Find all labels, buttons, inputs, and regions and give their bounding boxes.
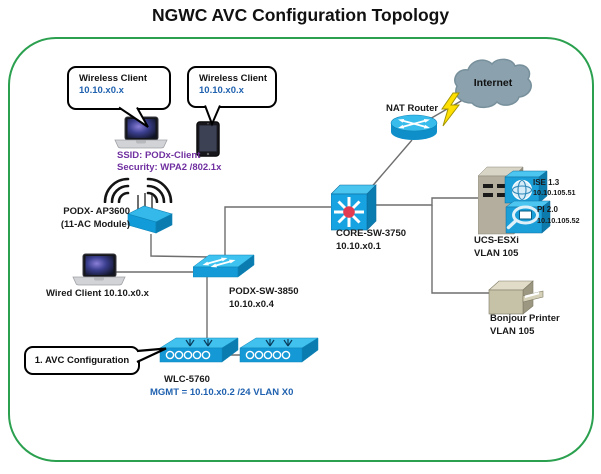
speech-bubble-wireless-client-2: Wireless Client 10.10.x0.x (187, 66, 277, 108)
core-switch-icon (331, 184, 377, 231)
wlc-icon (239, 337, 319, 363)
ucs-vlan: VLAN 105 (474, 248, 519, 259)
core-switch-ip: 10.10.x0.1 (336, 241, 381, 252)
wlc-mgmt: MGMT = 10.10.x0.2 /24 VLAN X0 (150, 387, 294, 398)
wireless-client-ip: 10.10.x0.x (199, 85, 244, 96)
internet-cloud-icon: Internet (454, 58, 532, 109)
wireless-client-label: Wireless Client (79, 73, 148, 84)
switch-icon (193, 254, 255, 278)
wifi-ssid-label: SSID: PODx-Client (117, 150, 201, 161)
printer-vlan: VLAN 105 (490, 326, 535, 337)
laptop-icon (114, 116, 168, 149)
access-point-module: (11-AC Module) (60, 219, 130, 230)
access-point-icon (127, 193, 173, 234)
access-point-name: PODX- AP3600 (63, 206, 130, 217)
printer-name: Bonjour Printer (490, 313, 560, 324)
printer-icon (488, 280, 544, 315)
pi-icon (505, 200, 551, 234)
laptop-icon (72, 253, 126, 286)
access-switch-name: PODX-SW-3850 (229, 286, 299, 297)
ucs-name: UCS-ESXi (474, 235, 519, 246)
internet-label: Internet (474, 77, 513, 89)
wlc-icon (159, 337, 239, 363)
router-icon (390, 114, 438, 140)
ise-ip: 10.10.105.51 (533, 188, 576, 197)
pi-ip: 10.10.105.52 (537, 216, 580, 225)
callout-label: 1. AVC Configuration (34, 355, 130, 366)
nat-router-label: NAT Router (386, 103, 439, 114)
ise-icon (504, 170, 548, 204)
wireless-client-ip: 10.10.x0.x (79, 85, 124, 96)
wlc-name: WLC-5760 (164, 374, 210, 385)
page-title: NGWC AVC Configuration Topology (151, 5, 450, 25)
ise-name: ISE 1.3 (533, 178, 560, 187)
wired-client-label: Wired Client 10.10.x0.x (46, 288, 149, 299)
lightning-icon (441, 92, 461, 127)
pi-name: PI 2.0 (537, 205, 558, 214)
wireless-client-label: Wireless Client (199, 73, 268, 84)
core-switch-name: CORE-SW-3750 (336, 228, 407, 239)
diagram-border (8, 37, 594, 462)
avc-configuration-callout: 1. AVC Configuration (24, 346, 140, 375)
wifi-waves-icon (103, 177, 173, 203)
speech-bubble-wireless-client-1: Wireless Client 10.10.x0.x (67, 66, 171, 110)
access-switch-ip: 10.10.x0.4 (229, 299, 274, 310)
wifi-security-label: Security: WPA2 /802.1x (117, 162, 222, 173)
